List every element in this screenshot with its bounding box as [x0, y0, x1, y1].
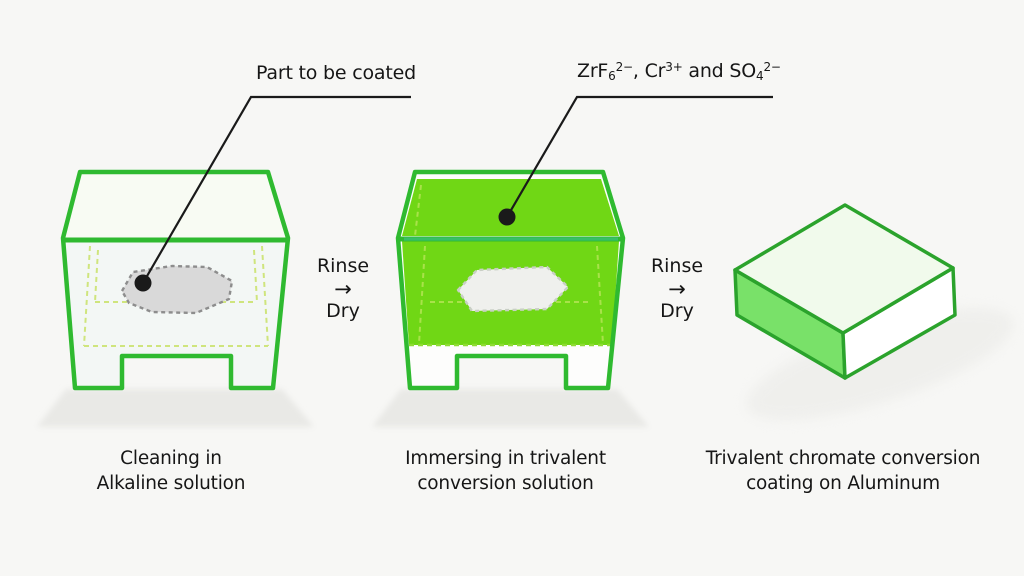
- tank-outline: [395, 169, 626, 391]
- chem-leader-dot: [498, 208, 516, 226]
- chem-label: ZrF62−, Cr3+ and SO42−: [577, 60, 781, 83]
- chem-leader-line: [506, 95, 773, 218]
- rinse-label: Rinse: [650, 255, 704, 277]
- solution-surface: [402, 179, 619, 236]
- chem-subscript: 4: [756, 69, 764, 83]
- coated-part-box: [733, 203, 1014, 421]
- chem-subscript: 6: [608, 69, 616, 83]
- down-arrow-icon: →: [668, 277, 686, 301]
- rinse-label: Rinse: [316, 255, 370, 277]
- transition-step-2: Rinse → Dry: [634, 255, 720, 323]
- caption-line: Immersing in trivalent: [405, 448, 606, 469]
- tank-outline: [60, 169, 291, 391]
- tank-opening: [63, 172, 288, 238]
- dry-label: Dry: [660, 300, 694, 322]
- tank-shadow: [37, 389, 314, 427]
- box-top-face: [733, 203, 955, 335]
- immersed-part: [456, 265, 570, 313]
- caption-cleaning: Cleaning in Alkaline solution: [45, 446, 297, 496]
- caption-line: Cleaning in: [120, 448, 222, 469]
- part-label: Part to be coated: [256, 62, 416, 84]
- box-shadow: [746, 307, 1014, 421]
- caption-line: conversion solution: [417, 473, 594, 494]
- down-arrow-icon: →: [334, 277, 352, 301]
- caption-line: Trivalent chromate conversion: [705, 448, 981, 469]
- chem-superscript: 2−: [763, 60, 781, 74]
- chem-superscript: 3+: [665, 60, 683, 74]
- chem-superscript: 2−: [615, 60, 634, 74]
- caption-coating: Trivalent chromate conversion coating on…: [690, 446, 996, 496]
- part-leader-line: [142, 95, 411, 284]
- annotation-leaders: [134, 95, 773, 292]
- caption-line: coating on Aluminum: [746, 473, 940, 494]
- part-leader-dot: [134, 274, 152, 292]
- caption-line: Alkaline solution: [96, 473, 246, 494]
- transition-step-1: Rinse → Dry: [300, 255, 386, 323]
- dry-label: Dry: [326, 300, 360, 322]
- chem-text: ZrF: [577, 60, 609, 82]
- conversion-tank: [372, 169, 649, 427]
- caption-immersing: Immersing in trivalent conversion soluti…: [378, 446, 633, 496]
- chem-text: , Cr: [632, 60, 666, 82]
- chem-text: and SO: [682, 60, 757, 82]
- cleaning-tank: [37, 169, 314, 427]
- tank-shadow: [372, 389, 649, 427]
